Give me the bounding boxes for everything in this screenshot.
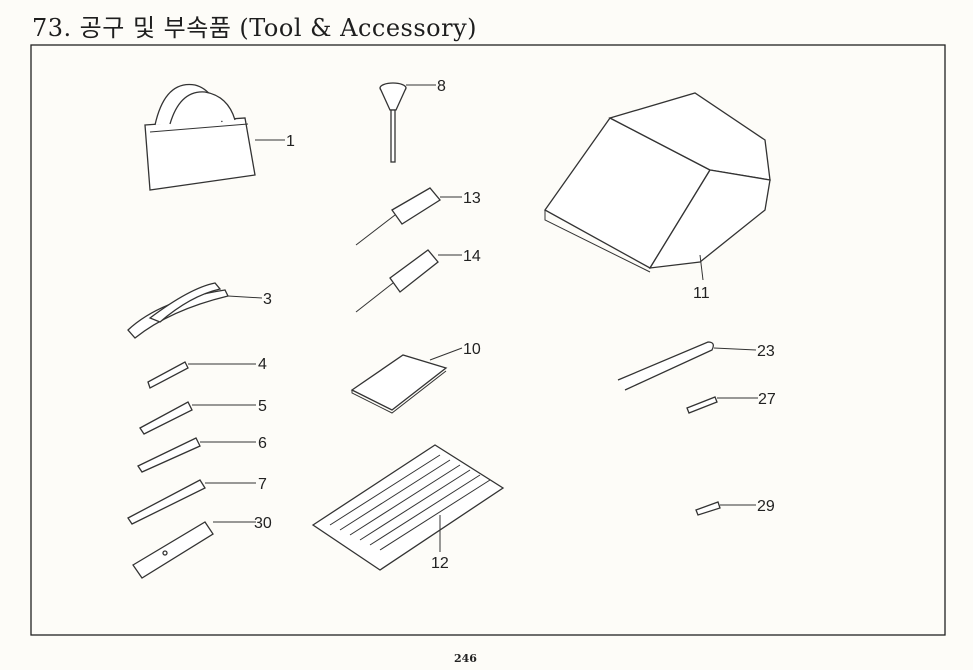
part-label-11: 11	[693, 285, 710, 302]
oil-funnel	[379, 82, 407, 163]
tool-tray	[311, 444, 505, 571]
part-label-12: 12	[431, 555, 449, 572]
bent-wire	[617, 341, 714, 391]
part-label-30: 30	[254, 515, 272, 532]
part-label-7: 7	[258, 476, 267, 493]
wrench-5	[139, 401, 193, 435]
screwdriver-large	[355, 187, 441, 246]
pin-27	[686, 396, 718, 414]
screwdriver-small	[355, 249, 439, 313]
part-label-1: 1	[286, 133, 295, 150]
instruction-manual	[350, 354, 448, 414]
pliers	[127, 282, 229, 339]
wrench-7	[127, 479, 206, 525]
machine-cover	[544, 92, 771, 273]
page-title: 73.공구 및 부속품(Tool & Accessory)	[32, 8, 485, 43]
wrench-4	[147, 361, 189, 389]
part-label-8: 8	[437, 78, 446, 95]
part-label-27: 27	[758, 391, 776, 408]
tool-bag	[144, 83, 256, 191]
part-label-10: 10	[463, 341, 481, 358]
part-label-3: 3	[263, 291, 272, 308]
part-label-13: 13	[463, 190, 481, 207]
part-label-6: 6	[258, 435, 267, 452]
section-number: 73.	[32, 14, 72, 42]
box-wrench	[132, 521, 214, 579]
wrench-6	[137, 437, 201, 473]
part-label-29: 29	[757, 498, 775, 515]
part-label-23: 23	[757, 343, 775, 360]
title-english: (Tool & Accessory)	[239, 14, 478, 42]
screw-29	[695, 501, 721, 516]
part-label-4: 4	[258, 356, 267, 373]
diagram-frame	[30, 44, 946, 636]
title-korean: 공구 및 부속품	[79, 14, 232, 42]
page-number: 246	[454, 652, 477, 665]
part-label-5: 5	[258, 398, 267, 415]
part-label-14: 14	[463, 248, 481, 265]
